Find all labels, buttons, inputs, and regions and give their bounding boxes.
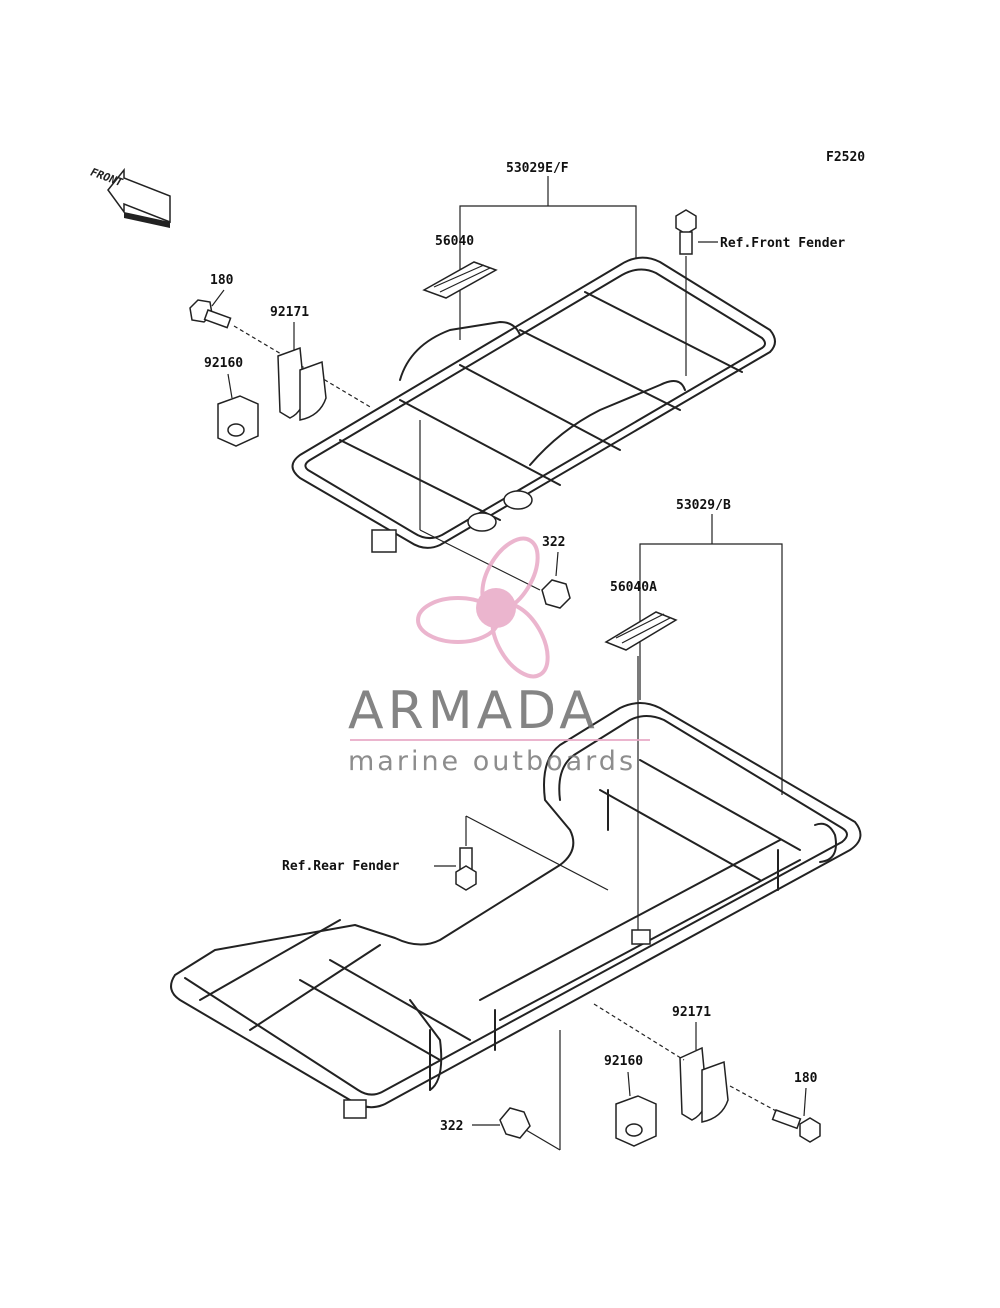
ref-rear-fender-label: Ref.Rear Fender	[282, 859, 400, 874]
lower-bracket-label: 92171	[672, 1005, 711, 1020]
upper-bracket-label: 92171	[270, 305, 309, 320]
lower-bolt-right	[771, 1109, 821, 1143]
lower-carrier-rack	[170, 702, 862, 1119]
upper-decal	[422, 261, 498, 299]
upper-bolt-left	[189, 299, 232, 329]
lower-decal-label: 56040A	[610, 580, 657, 595]
upper-clamp	[217, 395, 259, 447]
lower-nut-label: 322	[440, 1119, 463, 1134]
rear-fender-bolt	[455, 847, 477, 891]
diagram-code: F2520	[826, 150, 865, 165]
ref-front-fender-label: Ref.Front Fender	[720, 236, 845, 251]
lower-carrier-label: 53029/B	[676, 498, 731, 513]
lower-nut	[499, 1107, 531, 1139]
watermark-tagline: marine outboards	[348, 746, 636, 777]
watermark: ARMADA marine outboards	[348, 536, 650, 777]
upper-decal-label: 56040	[435, 234, 474, 249]
front-arrow-icon: FRONT	[88, 166, 171, 228]
lower-clamp	[615, 1095, 657, 1147]
lower-decal	[604, 611, 678, 651]
upper-carrier-group: 53029E/F 56040 180 92	[189, 161, 845, 609]
watermark-brand: ARMADA	[348, 681, 599, 741]
lower-clamp-label: 92160	[604, 1054, 643, 1069]
upper-carrier-rack	[291, 256, 776, 553]
upper-carrier-label: 53029E/F	[506, 161, 569, 176]
upper-nut-label: 322	[542, 535, 565, 550]
upper-clamp-label: 92160	[204, 356, 243, 371]
upper-bolt-left-label: 180	[210, 273, 234, 288]
lower-carrier-bracket	[639, 543, 783, 795]
front-arrow-label: FRONT	[88, 166, 126, 189]
lower-bolt-right-label: 180	[794, 1071, 818, 1086]
upper-nut	[541, 579, 571, 609]
propeller-logo-icon	[416, 536, 550, 679]
front-fender-bolt	[675, 209, 697, 255]
lower-carrier-group: 53029/B 56040A	[170, 498, 862, 1151]
